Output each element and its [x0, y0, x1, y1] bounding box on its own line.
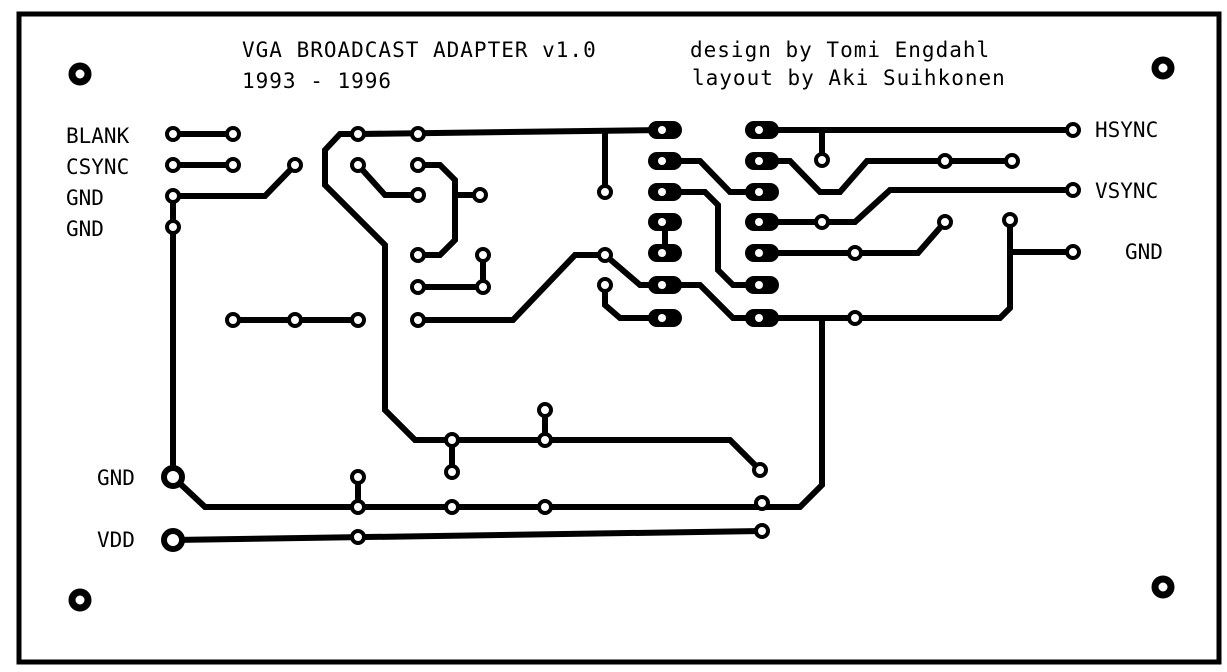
pad [165, 188, 181, 204]
trace [602, 285, 665, 321]
drill-hole [755, 126, 763, 134]
trace [355, 162, 418, 198]
trace [173, 162, 298, 199]
label-gnd-power: GND [97, 466, 135, 490]
pad [225, 157, 241, 173]
pad [754, 523, 770, 539]
copper-traces [170, 127, 1073, 543]
layout-credit: layout by Aki Suihkonen [692, 66, 1006, 90]
pad [597, 184, 613, 200]
pad [937, 153, 953, 169]
trace [665, 189, 762, 288]
trace [418, 162, 458, 258]
pad [937, 214, 953, 230]
label-gnd-1: GND [66, 186, 104, 210]
label-vdd: VDD [97, 528, 135, 552]
board-outline [16, 11, 1222, 665]
mounting-hole [1151, 575, 1175, 599]
drill-hole [755, 218, 763, 226]
pad [350, 499, 366, 515]
pad [444, 499, 460, 515]
drill-hole [658, 126, 666, 134]
label-hsync: HSYNC [1095, 118, 1158, 142]
pad [1004, 153, 1020, 169]
drill-hole [755, 249, 763, 257]
mounting-hole [68, 588, 92, 612]
drill-hole [658, 218, 666, 226]
drill-hole [755, 314, 763, 322]
pad [444, 432, 460, 448]
trace [418, 255, 486, 290]
label-gnd-right: GND [1125, 240, 1163, 264]
board-title: VGA BROADCAST ADAPTER v1.0 [242, 38, 597, 62]
mounting-hole [1151, 56, 1175, 80]
pad [537, 432, 553, 448]
drill-hole [658, 281, 666, 289]
label-gnd-2: GND [66, 217, 104, 241]
pad [410, 279, 426, 295]
pad [410, 157, 426, 173]
mounting-hole [68, 62, 92, 86]
pad [350, 157, 366, 173]
label-vsync: VSYNC [1095, 179, 1158, 203]
pad [225, 312, 241, 328]
trace [762, 158, 1012, 195]
pad [165, 157, 181, 173]
drill-hole [658, 314, 666, 322]
label-blank: BLANK [66, 124, 130, 148]
trace [322, 131, 763, 473]
trace [762, 187, 1073, 225]
pads [68, 56, 1175, 612]
pad [410, 126, 426, 142]
pad [472, 187, 488, 203]
pad [410, 312, 426, 328]
pad [350, 469, 366, 485]
pad [754, 495, 770, 511]
pad [847, 245, 863, 261]
trace [418, 252, 665, 323]
pad [1065, 122, 1081, 138]
trace [172, 528, 763, 543]
trace [357, 127, 666, 137]
pad [287, 157, 303, 173]
design-credit: design by Tomi Engdahl [690, 38, 990, 62]
pad [225, 126, 241, 142]
pad [1065, 244, 1081, 260]
drill-hole [658, 188, 666, 196]
power-pad [161, 465, 185, 489]
pad [350, 529, 366, 545]
trace [170, 318, 825, 510]
pad [410, 247, 426, 263]
pad [350, 126, 366, 142]
pad [1002, 212, 1018, 228]
drill-hole [755, 281, 763, 289]
pad [350, 312, 366, 328]
board-years: 1993 - 1996 [242, 69, 392, 93]
pad [1065, 182, 1081, 198]
pad [475, 279, 491, 295]
pad [597, 247, 613, 263]
pad [165, 126, 181, 142]
pad [410, 187, 426, 203]
pad [444, 464, 460, 480]
trace [665, 220, 1013, 321]
drill-hole [755, 157, 763, 165]
drill-hole [755, 188, 763, 196]
power-pad [161, 528, 185, 552]
pad [847, 310, 863, 326]
pad [537, 402, 553, 418]
label-csync: CSYNC [66, 155, 129, 179]
pad [752, 462, 768, 478]
trace [762, 220, 948, 256]
pad [814, 214, 830, 230]
drill-hole [658, 157, 666, 165]
pad [475, 247, 491, 263]
pad [597, 277, 613, 293]
drill-hole [658, 249, 666, 257]
pad [814, 152, 830, 168]
pad [165, 219, 181, 235]
pad [287, 312, 303, 328]
pad [537, 499, 553, 515]
